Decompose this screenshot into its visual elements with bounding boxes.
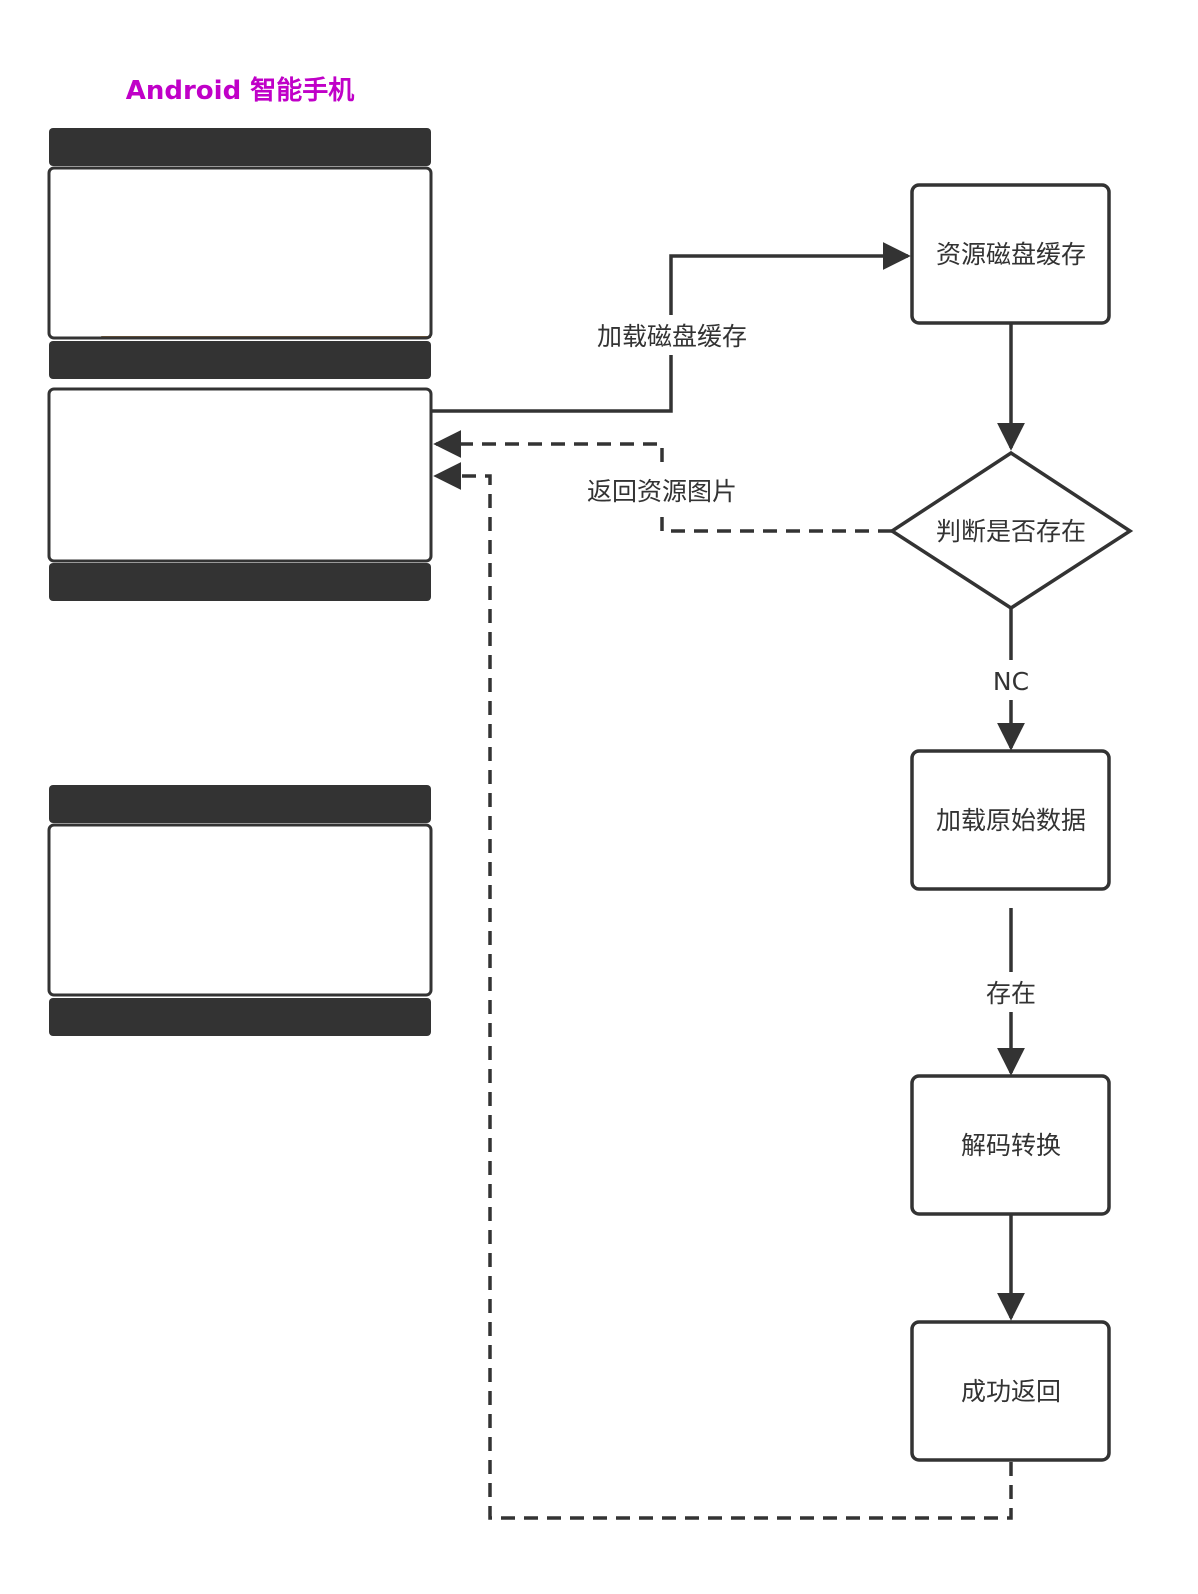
node-decode: 解码转换: [910, 1074, 1111, 1216]
edge-label-load-disk-cache: 加载磁盘缓存: [597, 322, 747, 351]
phone-bar: [49, 998, 431, 1036]
node-check-exists-label: 判断是否存在: [936, 517, 1086, 546]
phone-bar: [49, 128, 431, 166]
cat-photo: [47, 387, 433, 563]
node-load-raw: 加载原始数据: [910, 749, 1111, 891]
node-decode-label: 解码转换: [961, 1131, 1061, 1160]
node-success-label: 成功返回: [961, 1377, 1061, 1406]
node-disk-cache: 资源磁盘缓存: [910, 183, 1111, 325]
flow-edges: 加载磁盘缓存 返回资源图片 NC 存在: [432, 242, 1047, 1520]
flow-nodes: 资源磁盘缓存 判断是否存在 加载原始数据 解码转换 成功返回: [888, 183, 1134, 1462]
edge-label-nc: NC: [993, 667, 1029, 696]
phone-bar: [49, 341, 431, 379]
edge-label-bg: [985, 660, 1037, 700]
phone-screen: [47, 128, 433, 1036]
edge-label-return-image: 返回资源图片: [587, 477, 737, 506]
cat-photo: [47, 823, 433, 997]
edge-label-bg: [975, 972, 1047, 1012]
edge-success-return: [433, 462, 1013, 1520]
edge-return-image: [433, 430, 892, 533]
node-load-raw-label: 加载原始数据: [936, 806, 1086, 835]
page-title: Android 智能手机: [125, 76, 355, 106]
edge-label-exists: 存在: [986, 979, 1036, 1008]
node-success: 成功返回: [910, 1320, 1111, 1462]
phone-bar: [49, 785, 431, 823]
edge-label-bg: [580, 470, 745, 510]
cat-photo: [47, 166, 433, 340]
node-disk-cache-label: 资源磁盘缓存: [936, 240, 1086, 269]
node-check-exists: 判断是否存在: [888, 450, 1134, 611]
edge-label-bg: [590, 315, 755, 355]
cyclist-photo: [49, 603, 431, 770]
phone-bar: [49, 563, 431, 601]
